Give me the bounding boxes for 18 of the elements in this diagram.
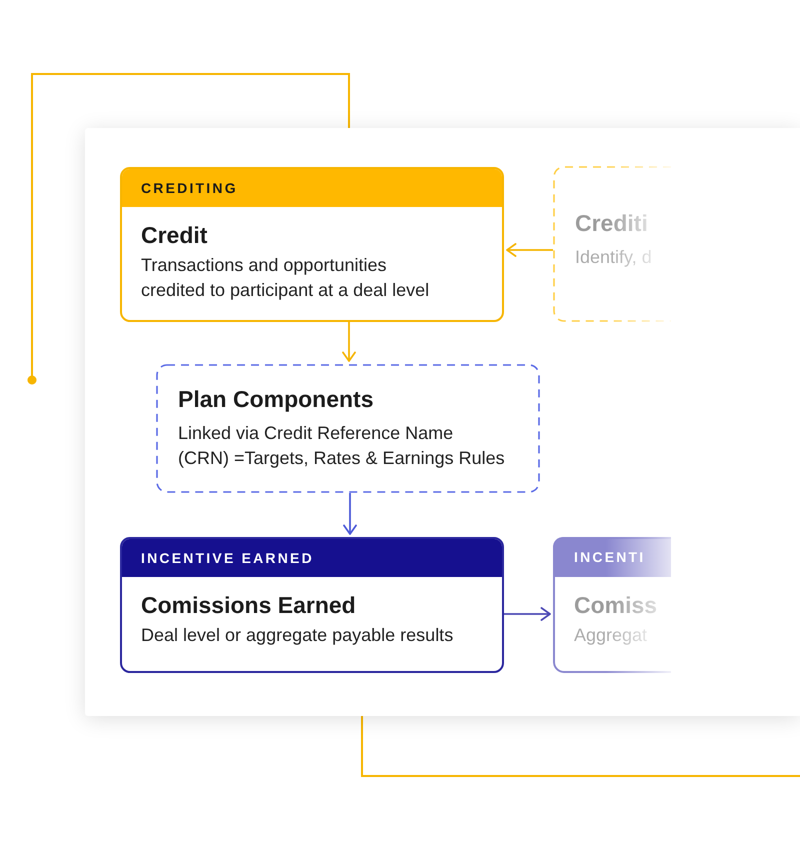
card-header: INCENTI [553, 537, 671, 577]
card-title: Comissions Earned [141, 591, 356, 619]
card-header: INCENTIVE EARNED [122, 539, 502, 577]
arrow [343, 493, 357, 535]
card-description: Linked via Credit Reference Name (CRN) =Targets, Rates & Earnings Rules [178, 422, 506, 470]
card-description: Transactions and opportunities credited to participant at a deal level [141, 254, 430, 302]
process-card [553, 537, 671, 673]
arrow [504, 607, 551, 621]
card-description: Deal level or aggregate payable results [141, 624, 454, 647]
card-title: Plan Components [178, 385, 374, 413]
arrow [342, 322, 356, 362]
dashed-process-box [553, 166, 671, 322]
process-card [120, 167, 504, 322]
process-card [120, 537, 504, 673]
arrow [506, 243, 553, 257]
dashed-process-box [156, 364, 540, 493]
card-title: Credit [141, 221, 208, 249]
card-header: CREDITING [122, 169, 502, 207]
